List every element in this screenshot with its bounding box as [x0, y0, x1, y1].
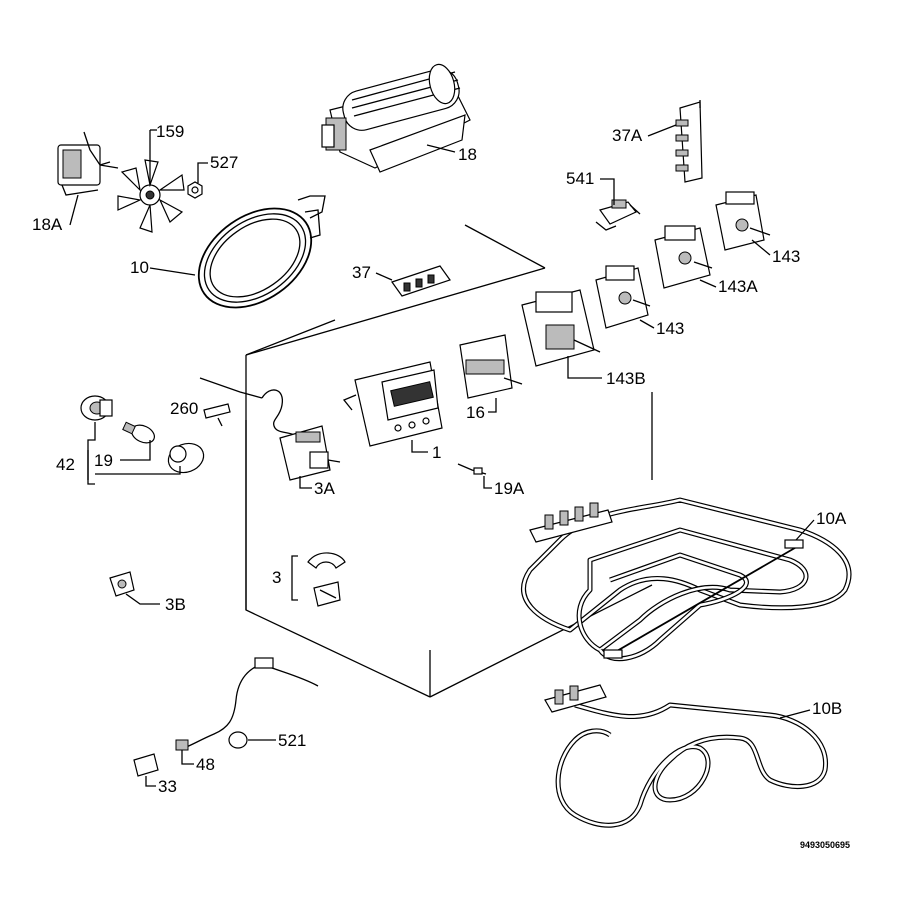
label-1: 1 — [432, 443, 441, 462]
label-541: 541 — [566, 169, 594, 188]
switch-part-mid — [595, 265, 651, 329]
label-37A: 37A — [612, 126, 643, 145]
label-10B: 10B — [812, 699, 842, 718]
switch-part-top — [715, 191, 771, 251]
lamp-bulb-part — [122, 421, 155, 444]
label-3B: 3B — [165, 595, 186, 614]
lamp-holder-part — [80, 395, 113, 421]
label-143-top: 143 — [772, 247, 800, 266]
thermostat-part — [279, 425, 341, 481]
label-16: 16 — [466, 403, 485, 422]
tangential-fan-part — [321, 63, 471, 173]
label-521: 521 — [278, 731, 306, 750]
oven-cavity-outline — [245, 224, 653, 698]
lower-heating-element — [544, 684, 828, 828]
label-19A: 19A — [494, 479, 525, 498]
switch-part-143B — [521, 289, 601, 367]
connector-part — [595, 199, 641, 231]
label-260: 260 — [170, 399, 198, 418]
label-48: 48 — [196, 755, 215, 774]
fan-blade-part — [117, 159, 185, 233]
bracket-part — [459, 334, 523, 399]
label-10: 10 — [130, 258, 149, 277]
label-18A: 18A — [32, 215, 63, 234]
label-3A: 3A — [314, 479, 335, 498]
clip-part — [307, 552, 346, 607]
label-33: 33 — [158, 777, 177, 796]
wire-clip-part — [457, 463, 487, 475]
label-143A: 143A — [718, 277, 758, 296]
thermostat-capillary — [199, 377, 299, 441]
lamp-leader-lines — [87, 422, 181, 485]
connector-strip-part — [391, 265, 451, 297]
label-18: 18 — [458, 145, 477, 164]
label-159: 159 — [156, 122, 184, 141]
label-527: 527 — [210, 153, 238, 172]
label-3: 3 — [272, 568, 281, 587]
thermocouple-assembly — [133, 657, 319, 777]
label-143B: 143B — [606, 369, 646, 388]
label-37: 37 — [352, 263, 371, 282]
lamp-cover-part — [167, 442, 205, 474]
label-10A: 10A — [816, 509, 847, 528]
circular-heating-element — [197, 195, 326, 309]
spring-part — [203, 403, 231, 427]
label-19: 19 — [94, 451, 113, 470]
switch-part-143A — [654, 225, 713, 289]
drawing-number: 9493050695 — [800, 840, 850, 850]
nut-part — [187, 181, 203, 199]
terminal-block-part — [675, 100, 703, 183]
label-143-mid: 143 — [656, 319, 684, 338]
safety-thermostat-part — [109, 571, 135, 597]
label-42: 42 — [56, 455, 75, 474]
programmer-display-part — [342, 361, 443, 447]
grill-heating-element — [521, 497, 852, 662]
fan-motor-part — [57, 131, 119, 196]
